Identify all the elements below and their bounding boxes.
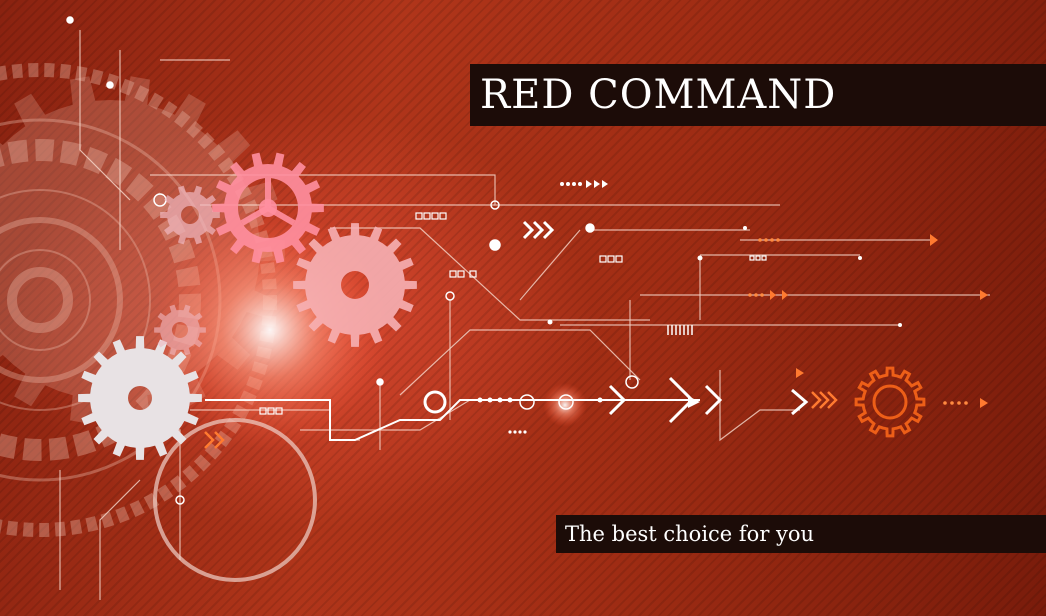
data-block-icon — [259, 212, 767, 415]
gear-shape — [160, 185, 220, 245]
gear-spoke — [265, 178, 271, 208]
gear-shape — [78, 336, 202, 460]
gear-spoke — [266, 205, 296, 226]
circuit-node-icon — [66, 16, 639, 505]
tagline-banner: The best choice for you — [556, 515, 1046, 553]
arrow-head-icon — [586, 180, 700, 408]
node-dots — [477, 226, 902, 403]
banner-title: RED COMMAND — [480, 72, 837, 118]
gear-shape — [293, 223, 417, 347]
outline-ring — [153, 418, 317, 582]
arrow-chevron-icon — [204, 391, 838, 449]
gear-icon — [293, 223, 417, 347]
arrow-head-icon — [770, 234, 988, 408]
gear-shape — [154, 304, 206, 356]
gear-icon — [160, 185, 220, 245]
gear-icon — [212, 152, 324, 264]
gear-spoke — [240, 205, 270, 226]
gear-icon — [854, 366, 926, 438]
bright-circuit-trace — [205, 399, 700, 441]
dotted-trails — [508, 182, 582, 434]
barcode-mark — [667, 325, 693, 335]
gear-shape — [212, 152, 324, 264]
dotted-trails — [748, 238, 968, 405]
gear-icon — [78, 336, 202, 460]
banner-tagline: The best choice for you — [565, 522, 815, 546]
gear-shape — [854, 366, 926, 438]
arrow-chevron-icon — [522, 220, 809, 424]
title-banner: RED COMMAND — [470, 64, 1046, 126]
gear-icon — [154, 304, 206, 356]
light-glow — [543, 383, 587, 427]
